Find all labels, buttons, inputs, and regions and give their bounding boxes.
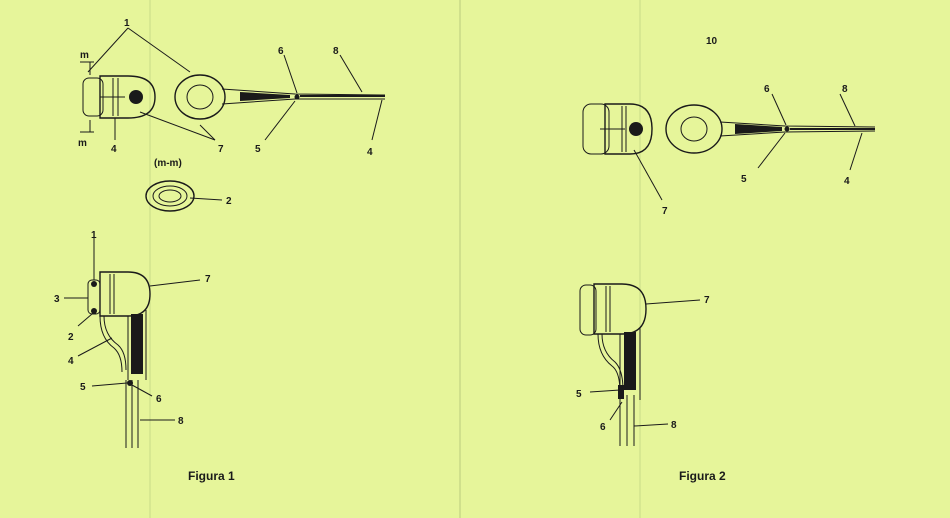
label-5: 5 bbox=[80, 382, 86, 393]
cable-sleeve bbox=[240, 92, 290, 101]
housing bbox=[99, 271, 151, 317]
cable-sleeve bbox=[735, 124, 782, 134]
housing bbox=[99, 75, 156, 119]
fig2-side-view: 7 5 6 8 Figura 2 bbox=[576, 283, 726, 483]
label-8: 8 bbox=[178, 416, 184, 427]
label-8: 8 bbox=[333, 46, 339, 57]
label-7: 7 bbox=[662, 206, 668, 217]
ring-disc bbox=[174, 74, 226, 120]
fig1-section-mm: (m-m) 2 bbox=[145, 158, 232, 212]
page-number: 10 bbox=[706, 36, 718, 47]
label-2: 2 bbox=[226, 196, 232, 207]
figure-2-caption: Figura 2 bbox=[679, 469, 726, 483]
label-8: 8 bbox=[671, 420, 677, 431]
fig1-side-view: 1 3 2 4 7 5 6 8 Figura 1 bbox=[54, 230, 235, 483]
label-5: 5 bbox=[576, 389, 582, 400]
label-8: 8 bbox=[842, 84, 848, 95]
label-6: 6 bbox=[764, 84, 770, 95]
label-4: 4 bbox=[111, 144, 117, 155]
label-5: 5 bbox=[741, 174, 747, 185]
label-m: m bbox=[78, 138, 87, 149]
label-2: 2 bbox=[68, 332, 74, 343]
label-6: 6 bbox=[278, 46, 284, 57]
label-1: 1 bbox=[124, 18, 130, 29]
housing bbox=[604, 103, 653, 155]
speaker-hole bbox=[129, 90, 143, 104]
label-1: 1 bbox=[91, 230, 97, 241]
section-label: (m-m) bbox=[154, 158, 182, 169]
ring-mesh bbox=[680, 116, 708, 142]
label-4: 4 bbox=[844, 176, 850, 187]
label-4: 4 bbox=[68, 356, 74, 367]
speaker-hole bbox=[629, 122, 643, 136]
figure-1-caption: Figura 1 bbox=[188, 469, 235, 483]
label-5: 5 bbox=[255, 144, 261, 155]
ring-mesh bbox=[186, 84, 214, 110]
label-7: 7 bbox=[218, 144, 224, 155]
label-m: m bbox=[80, 50, 89, 61]
fig2-exploded-view: 10 6 8 5 4 7 bbox=[582, 36, 876, 217]
stem-sleeve bbox=[624, 332, 636, 390]
label-3: 3 bbox=[54, 294, 60, 305]
label-7: 7 bbox=[205, 274, 211, 285]
fig1-exploded-view: 1 m m 4 7 5 6 8 4 bbox=[78, 18, 386, 158]
ring-disc bbox=[665, 104, 723, 154]
label-6: 6 bbox=[600, 422, 606, 433]
label-4: 4 bbox=[367, 147, 373, 158]
stem-sleeve bbox=[131, 314, 143, 374]
housing bbox=[593, 283, 647, 335]
label-6: 6 bbox=[156, 394, 162, 405]
ear-tip bbox=[579, 284, 597, 336]
label-7: 7 bbox=[704, 295, 710, 306]
